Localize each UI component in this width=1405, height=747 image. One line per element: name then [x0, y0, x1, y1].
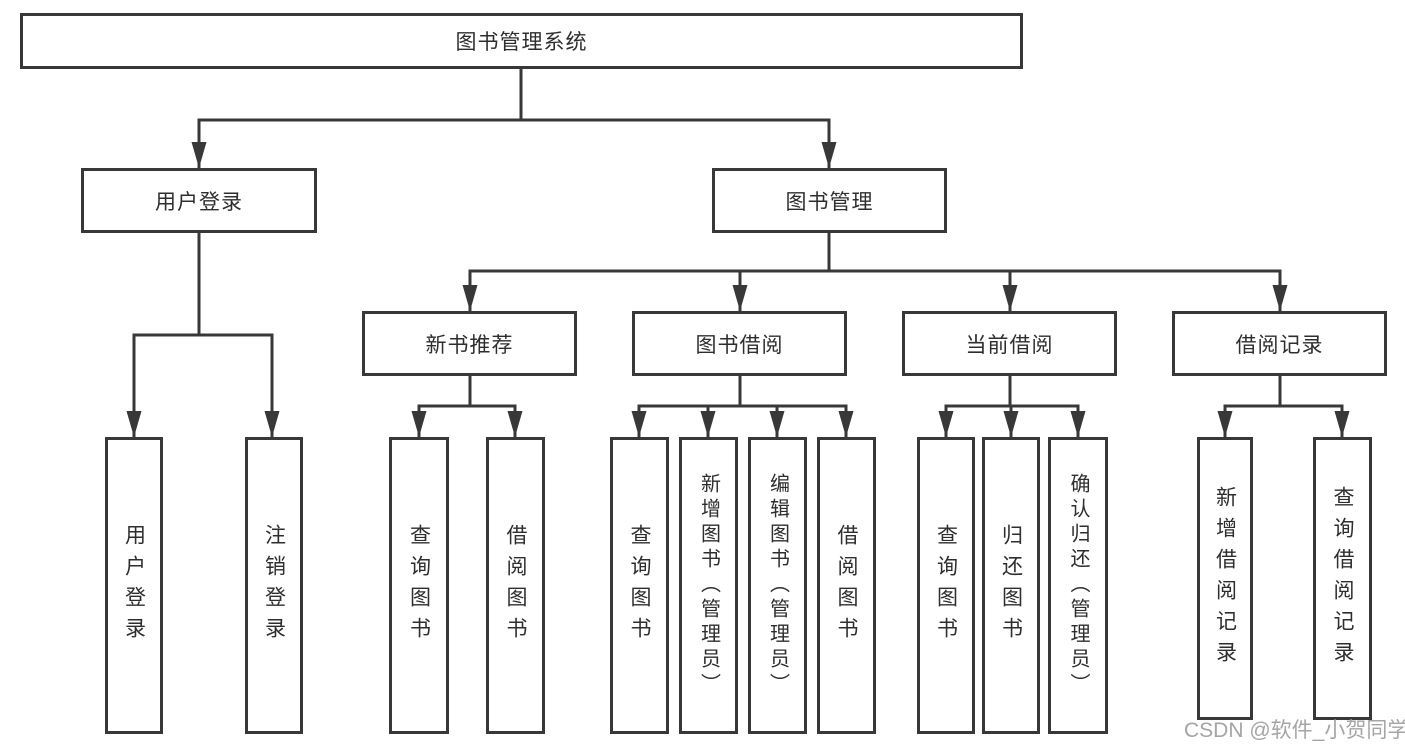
arrowhead-icon — [631, 411, 647, 437]
leaf-records-query-record-label: 查询借阅记录 — [1331, 485, 1354, 672]
leaf-borrow-add-books-admin: 新增图书（管理员） — [679, 437, 738, 734]
node-borrow-records: 借阅记录 — [1172, 311, 1387, 376]
leaf-user-logout: 注销登录 — [245, 437, 303, 734]
leaf-current-query-books: 查询图书 — [917, 437, 975, 734]
leaf-recommend-borrow-books: 借阅图书 — [486, 437, 545, 734]
leaf-borrow-query-books-label: 查询图书 — [628, 523, 651, 648]
arrowhead-icon — [264, 411, 280, 437]
arrowhead-icon — [838, 411, 854, 437]
leaf-borrow-query-books: 查询图书 — [610, 437, 669, 734]
leaf-borrow-edit-books-admin-label: 编辑图书（管理员） — [766, 473, 789, 698]
arrowhead-icon — [1070, 411, 1086, 437]
arrowhead-icon — [1003, 411, 1019, 437]
leaf-records-add-record: 新增借阅记录 — [1197, 437, 1253, 720]
node-borrow-records-label: 借阅记录 — [1235, 333, 1324, 357]
watermark-text: CSDN @软件_小贺同学 — [1184, 719, 1405, 742]
leaf-current-confirm-return-admin: 确认归还（管理员） — [1048, 437, 1108, 734]
leaf-records-query-record: 查询借阅记录 — [1313, 437, 1372, 720]
tree-edges — [132, 69, 1344, 437]
leaf-current-confirm-return-admin-label: 确认归还（管理员） — [1067, 473, 1089, 698]
arrowhead-icon — [126, 411, 142, 437]
leaf-records-add-record-label: 新增借阅记录 — [1213, 485, 1237, 672]
arrowhead-icon — [411, 411, 427, 437]
node-book-borrow: 图书借阅 — [632, 311, 847, 376]
node-user-login: 用户登录 — [81, 168, 317, 233]
node-library-system-label: 图书管理系统 — [455, 31, 588, 54]
leaf-recommend-query-books-label: 查询图书 — [407, 523, 431, 648]
arrowhead-icon — [1217, 411, 1233, 437]
leaf-current-query-books-label: 查询图书 — [934, 523, 958, 648]
leaf-current-return-books: 归还图书 — [982, 437, 1040, 734]
arrowhead-icon — [1272, 285, 1288, 311]
node-book-management: 图书管理 — [712, 168, 947, 233]
leaf-borrow-borrow-books-label: 借阅图书 — [835, 523, 858, 648]
node-current-borrow: 当前借阅 — [902, 311, 1117, 376]
arrowhead-icons — [126, 142, 1350, 437]
arrowhead-icon — [732, 285, 748, 311]
leaf-user-login: 用户登录 — [105, 437, 163, 734]
arrowhead-icon — [1334, 411, 1350, 437]
leaf-recommend-borrow-books-label: 借阅图书 — [504, 523, 527, 648]
arrowhead-icon — [1002, 285, 1018, 311]
leaf-recommend-query-books: 查询图书 — [389, 437, 449, 734]
node-user-login-label: 用户登录 — [155, 190, 243, 214]
arrowhead-icon — [700, 411, 716, 437]
leaf-borrow-edit-books-admin: 编辑图书（管理员） — [748, 437, 807, 734]
leaf-user-logout-label: 注销登录 — [262, 523, 286, 648]
node-book-management-label: 图书管理 — [785, 190, 874, 214]
node-book-borrow-label: 图书借阅 — [695, 333, 784, 357]
leaf-current-return-books-label: 归还图书 — [999, 523, 1023, 648]
arrowhead-icon — [191, 142, 207, 168]
node-current-borrow-label: 当前借阅 — [965, 333, 1054, 357]
node-library-system: 图书管理系统 — [20, 13, 1023, 69]
arrowhead-icon — [938, 411, 954, 437]
leaf-borrow-borrow-books: 借阅图书 — [817, 437, 876, 734]
node-new-book-recommend: 新书推荐 — [362, 311, 577, 376]
leaf-borrow-add-books-admin-label: 新增图书（管理员） — [697, 473, 720, 698]
arrowhead-icon — [462, 285, 478, 311]
node-new-book-recommend-label: 新书推荐 — [425, 333, 514, 357]
arrowhead-icon — [507, 411, 523, 437]
leaf-user-login-label: 用户登录 — [122, 523, 146, 648]
arrowhead-icon — [821, 142, 837, 168]
arrowhead-icon — [769, 411, 785, 437]
